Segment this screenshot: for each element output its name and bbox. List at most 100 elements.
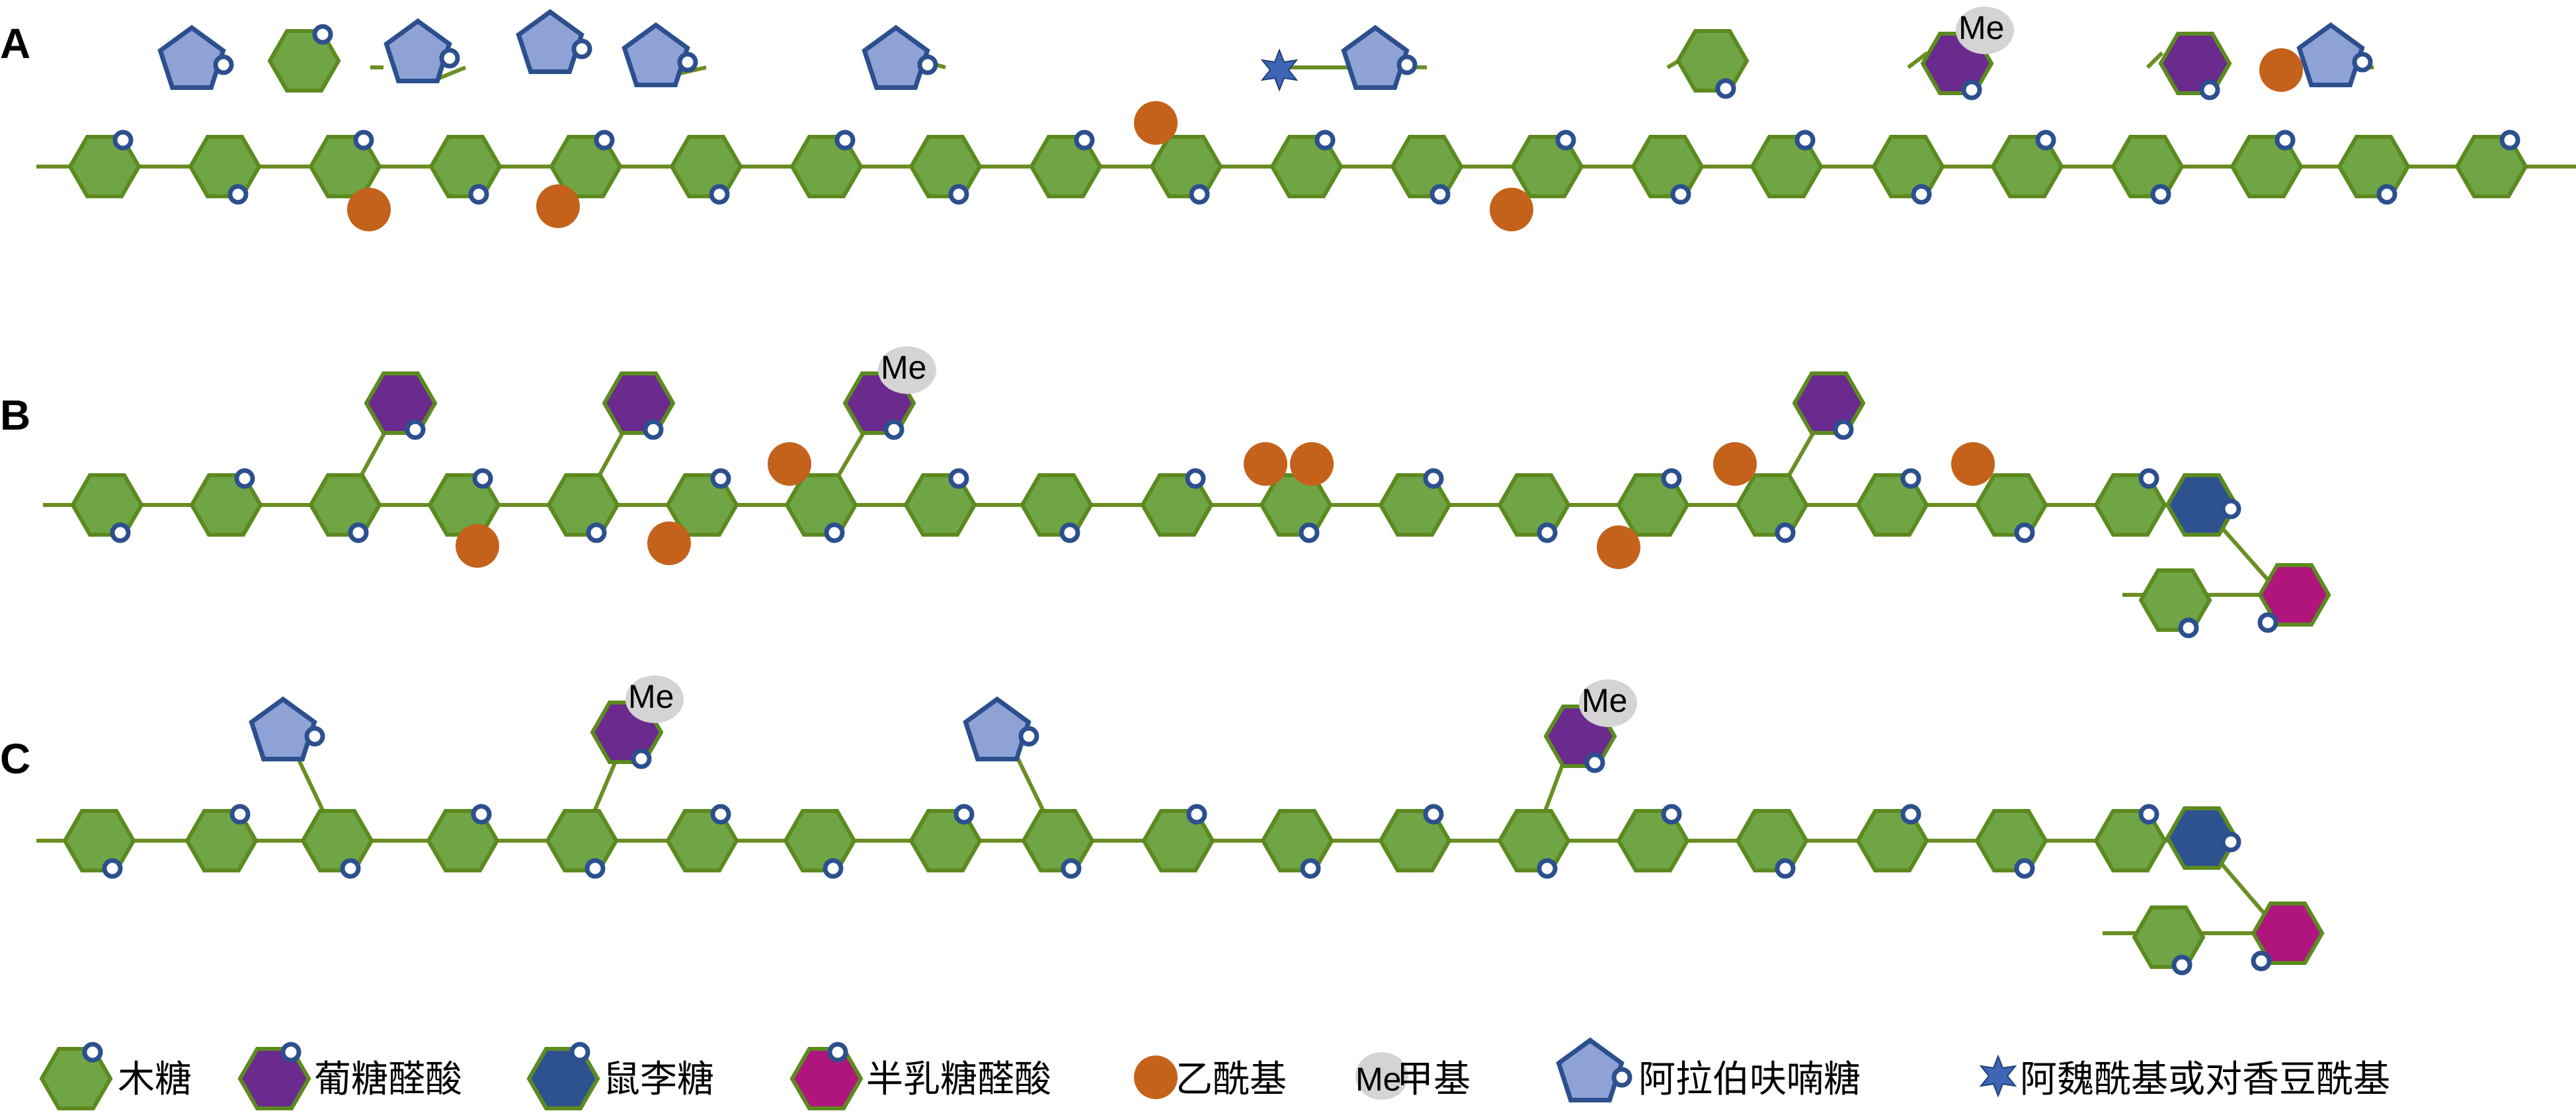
xylose-residue: [426, 804, 500, 873]
glucuronic-acid-residue: [602, 371, 676, 440]
arabinofuranose-residue: [2296, 22, 2373, 87]
xylose-residue: [1497, 473, 1571, 543]
xylose-residue: [665, 468, 739, 537]
anomeric-oh-ring: [2199, 79, 2220, 100]
xylose-residue: [545, 808, 619, 879]
bond-line: [2146, 51, 2164, 69]
glucuronic-acid-residue: Me: [590, 675, 684, 769]
xylose-residue: [908, 134, 983, 205]
anomeric-oh-ring: [1833, 419, 1854, 440]
xylose-residue: [300, 808, 374, 879]
xylose-residue-body: [1260, 808, 1334, 873]
anomeric-oh-ring: [948, 468, 969, 489]
xylose-residue: [1974, 808, 2048, 879]
anomeric-oh-ring: [2257, 612, 2278, 633]
xylose-residue-body: [62, 808, 136, 873]
methyl-label: Me: [1582, 682, 1627, 719]
legend-galacturonic-acid-icon: [789, 1042, 864, 1111]
xylose-residue-body: [1390, 134, 1464, 199]
anomeric-oh-ring: [234, 468, 255, 489]
xylose-residue: [1259, 473, 1333, 543]
anomeric-oh-ring: [312, 24, 333, 45]
anomeric-oh-ring: [2376, 184, 2397, 205]
acetyl-group: [536, 184, 580, 228]
glucuronic-acid-residue-body: [602, 371, 676, 436]
xylose-residue-body: [2111, 134, 2185, 199]
methyl-bg: [878, 346, 936, 394]
anomeric-oh-ring: [2251, 950, 2272, 972]
arabinofuranose-body: [1341, 24, 1410, 90]
anomeric-oh-ring: [2178, 617, 2199, 638]
galacturonic-acid-residue: [2251, 901, 2325, 972]
xylose-residue-body: [428, 134, 503, 199]
legend-methyl-symbol: Me: [1355, 1061, 1401, 1098]
anomeric-oh-ring: [710, 804, 731, 825]
acetyl-group: [1951, 442, 1995, 486]
xylose-residue-body: [1735, 473, 1809, 537]
anomeric-oh-ring: [229, 804, 251, 825]
galacturonic-acid-residue: [2257, 562, 2331, 633]
xylose-residue: [1020, 473, 1094, 543]
anomeric-oh-ring: [1555, 130, 1576, 151]
panel-label-c: C: [0, 735, 30, 783]
anomeric-oh-ring: [594, 130, 615, 151]
anomeric-oh-ring: [1900, 468, 1921, 489]
xylose-residue-body: [1021, 808, 1095, 873]
anomeric-oh-ring: [1900, 804, 1921, 825]
xylose-residue-body: [908, 134, 983, 199]
anomeric-oh-ring: [353, 130, 374, 151]
anomeric-oh-ring: [823, 858, 844, 879]
xylose-residue-body: [1149, 134, 1223, 199]
xylose-residue-body: [1497, 808, 1571, 873]
legend-label-methyl: 甲基: [1396, 1058, 1470, 1101]
xylose-residue: [2138, 568, 2212, 638]
xylose-residue-body: [70, 473, 144, 537]
anomeric-oh-ring: [643, 419, 664, 440]
anomeric-oh-ring: [2150, 184, 2171, 205]
xylose-residue: [2132, 905, 2206, 976]
rhamnose-residue-body: [2165, 806, 2239, 870]
legend-ring-xylose: [82, 1042, 103, 1063]
xylose-residue-body: [2337, 134, 2411, 199]
anomeric-oh-ring: [468, 184, 489, 205]
arabinofuranose-residue: [963, 696, 1039, 761]
anomeric-oh-ring: [1537, 522, 1558, 543]
rhamnose-residue-body: [2165, 473, 2239, 537]
acetyl-group: [2259, 48, 2303, 92]
glucuronic-acid-residue: Me: [1543, 679, 1637, 773]
xylose-residue-body: [546, 473, 620, 537]
xylose-residue: [1269, 130, 1344, 199]
xylose-residue: [2230, 130, 2304, 199]
anomeric-oh-ring: [710, 468, 731, 489]
arabinofuranose-body: [2296, 22, 2365, 87]
xylose-residue: [2454, 130, 2528, 199]
anomeric-oh-ring: [883, 419, 905, 440]
legend-rhamnose-icon: [526, 1042, 600, 1111]
methyl-bg: [1956, 7, 2014, 54]
legend-galacturonic-acid-icon-body: [789, 1046, 864, 1111]
xylose-residue-body: [1020, 473, 1094, 537]
arabinofuranose-body: [249, 696, 317, 761]
acetyl-group: [1134, 101, 1178, 145]
anomeric-oh-ring: [112, 130, 134, 151]
xylose-residue: [184, 804, 259, 873]
anomeric-oh-ring: [1794, 130, 1816, 151]
xylose-residue: [1675, 28, 1750, 99]
arabinofuranose-body: [157, 24, 226, 90]
legend-label-rhamnose: 鼠李糖: [603, 1058, 714, 1101]
arabinofuranose-body: [1556, 1037, 1625, 1102]
methyl-label: Me: [1958, 9, 2004, 46]
arabinofuranose-body: [862, 24, 930, 90]
anomeric-oh-ring: [1429, 184, 1451, 205]
glucuronic-acid-residue: Me: [842, 346, 936, 440]
anomeric-oh-ring: [571, 38, 592, 59]
arabinofuranose-residue: [1341, 24, 1418, 90]
legend-label-feruloyl-coumaroyl: 阿魏酰基或对香豆酰基: [2020, 1058, 2390, 1101]
xylose-residue-body: [1735, 808, 1809, 873]
glucuronic-acid-residue: [2158, 31, 2232, 100]
xylose-residue: [908, 804, 983, 873]
glucuronic-acid-residue-body: [364, 371, 438, 436]
anomeric-oh-ring: [2499, 130, 2520, 151]
arabinofuranose-residue: [1556, 1037, 1632, 1102]
